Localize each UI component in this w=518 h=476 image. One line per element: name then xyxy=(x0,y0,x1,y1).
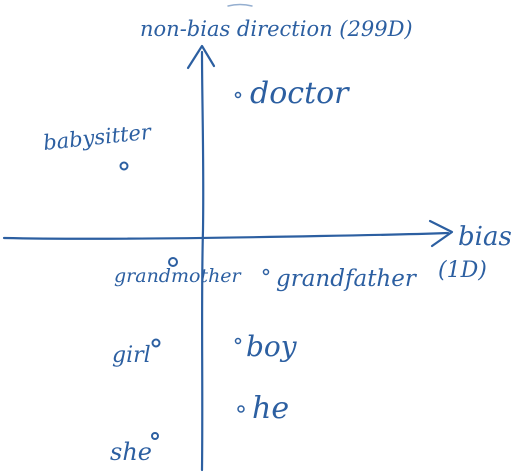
y-axis-arrowhead xyxy=(186,44,216,70)
x-axis-dimension-label: (1D) xyxy=(438,258,487,283)
label-grandmother: grandmother xyxy=(114,265,243,287)
label-doctor: doctor xyxy=(250,76,350,111)
label-she: she xyxy=(110,438,152,466)
point-grandmother xyxy=(168,257,178,267)
point-he xyxy=(237,405,245,413)
label-he: he xyxy=(252,391,289,426)
point-grandfather xyxy=(262,268,270,276)
point-doctor xyxy=(234,91,242,99)
x-axis-arrowhead xyxy=(428,219,454,248)
point-she xyxy=(151,432,159,440)
y-axis-label: non-bias direction (299D) xyxy=(140,17,413,41)
point-babysitter xyxy=(119,161,129,171)
label-grandfather: grandfather xyxy=(276,266,418,292)
label-boy: boy xyxy=(246,330,298,363)
point-boy xyxy=(234,337,242,345)
y-axis-line xyxy=(200,50,205,472)
top-edge-mark xyxy=(227,3,253,7)
point-girl xyxy=(151,338,161,348)
label-babysitter: babysitter xyxy=(42,120,154,155)
label-girl: girl xyxy=(112,343,151,368)
x-axis-label: bias xyxy=(458,222,512,252)
x-axis-line xyxy=(2,231,450,240)
